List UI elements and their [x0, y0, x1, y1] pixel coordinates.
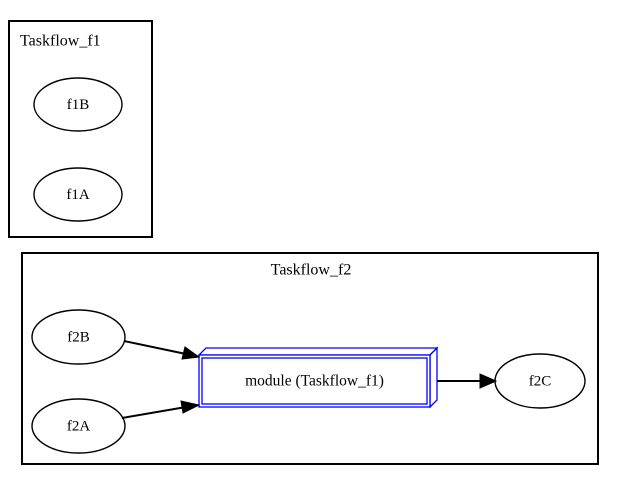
node-f2C[interactable]: f2C: [494, 353, 586, 409]
node-f2A[interactable]: f2A: [31, 398, 126, 454]
edge-f2A-to-module: [121, 400, 201, 419]
edge-module-to-f2C: [437, 373, 498, 389]
node-module-taskflow-f1[interactable]: module (Taskflow_f1): [197, 346, 439, 409]
node-f2B-label: f2B: [67, 329, 90, 345]
node-module-front-face: [198, 354, 431, 408]
cluster-taskflow-f1-border: [8, 20, 153, 238]
node-f2C-label: f2C: [529, 373, 552, 389]
node-f1A-label: f1A: [66, 187, 89, 203]
edge-f2B-to-module-line: [123, 340, 187, 355]
node-module-right-face: [429, 346, 438, 409]
edge-f2B-to-module: [123, 340, 201, 360]
cluster-taskflow-f2-label: Taskflow_f2: [271, 262, 352, 279]
node-f2A-label: f2A: [67, 418, 90, 434]
node-f1B-label: f1B: [67, 97, 90, 113]
node-module-top-face: [197, 347, 439, 356]
cluster-taskflow-f1-label: Taskflow_f1: [20, 33, 101, 50]
node-f1B-ellipse: [33, 77, 123, 132]
node-f2B[interactable]: f2B: [31, 309, 126, 365]
edge-module-to-f2C-arrowhead: [479, 373, 498, 389]
node-module-inner-outline: [201, 357, 428, 405]
node-f2A-ellipse: [31, 398, 126, 454]
node-f1B[interactable]: f1B: [33, 77, 123, 132]
edge-f2A-to-module-arrowhead: [180, 400, 201, 414]
node-f2B-ellipse: [31, 309, 126, 365]
node-module-label: module (Taskflow_f1): [245, 373, 384, 390]
node-f1A-ellipse: [33, 167, 123, 222]
cluster-taskflow-f2[interactable]: Taskflow_f2 f2B f2A module: [21, 252, 599, 465]
cluster-taskflow-f1[interactable]: Taskflow_f1 f1B f1A: [8, 20, 153, 238]
cluster-taskflow-f2-border: [21, 252, 599, 465]
edge-f2B-to-module-arrowhead: [181, 346, 201, 360]
edge-f2A-to-module-line: [121, 406, 187, 419]
node-f1A[interactable]: f1A: [33, 167, 123, 222]
